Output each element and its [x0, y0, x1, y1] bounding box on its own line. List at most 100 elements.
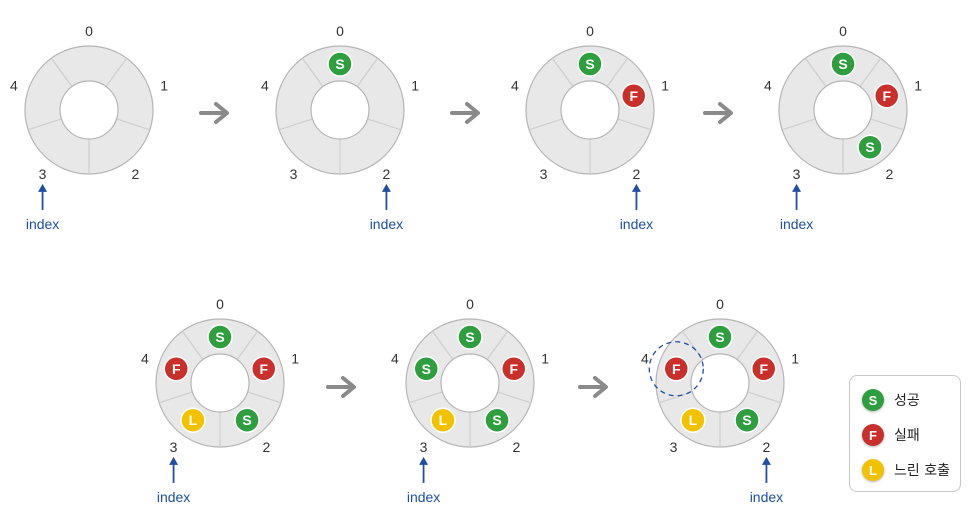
slot-label: 2 — [513, 439, 521, 455]
slot-label: 3 — [540, 166, 548, 182]
index-pointer: index — [750, 456, 783, 505]
slot-label: 0 — [85, 23, 93, 39]
slot-label: 4 — [141, 351, 149, 367]
slow-call-marker: L — [180, 407, 206, 433]
ring-segment-divider — [356, 57, 379, 87]
success-marker: S — [484, 407, 510, 433]
slow-call-marker: L — [430, 407, 456, 433]
ring-segment-divider — [781, 118, 816, 131]
success-marker: S — [413, 356, 440, 382]
ring-segment-divider — [27, 118, 62, 131]
svg-text:F: F — [672, 361, 681, 377]
success-marker: S — [234, 407, 260, 433]
success-marker: S — [457, 324, 483, 350]
success-marker: S — [707, 324, 733, 350]
slow-call-marker: L — [680, 407, 706, 433]
slot-label: 1 — [541, 351, 549, 367]
slot-label: 3 — [39, 166, 47, 182]
ring-inner-hole — [59, 80, 119, 140]
slot-label: 1 — [160, 78, 168, 94]
slot-label: 1 — [411, 78, 419, 94]
slot-label: 1 — [791, 351, 799, 367]
slot-label: 1 — [661, 78, 669, 94]
ring-segment-divider — [747, 391, 782, 404]
svg-text:S: S — [865, 139, 874, 155]
ring-segment-divider — [736, 330, 759, 360]
svg-text:S: S — [715, 329, 724, 345]
ring-segment-divider — [431, 330, 454, 360]
svg-text:S: S — [838, 56, 847, 72]
ring-inner-hole — [190, 353, 250, 413]
svg-text:F: F — [509, 361, 518, 377]
index-label: index — [26, 216, 59, 232]
slot-label: 1 — [914, 78, 922, 94]
ring-inner-hole — [813, 80, 873, 140]
ring-segment-divider — [367, 118, 402, 131]
slot-label: 1 — [291, 351, 299, 367]
ring-segment-divider — [497, 391, 532, 404]
ring-inner-hole — [690, 353, 750, 413]
ring-segment-divider — [105, 57, 128, 87]
index-pointer: index — [157, 456, 190, 505]
ring-segment-divider — [804, 57, 827, 87]
slot-label: 4 — [261, 78, 269, 94]
step-arrow-icon — [450, 102, 480, 124]
svg-text:F: F — [172, 361, 181, 377]
slot-label: 4 — [511, 78, 519, 94]
slow-call-icon: L — [862, 459, 884, 481]
ring-segment-divider — [158, 391, 193, 404]
ring-segment-divider — [50, 57, 73, 87]
ring-segment-divider — [859, 57, 882, 87]
svg-text:S: S — [465, 329, 474, 345]
index-label: index — [780, 216, 813, 232]
index-label: index — [157, 489, 190, 505]
ring-inner-hole — [440, 353, 500, 413]
ring-segment-divider — [278, 118, 313, 131]
svg-text:F: F — [759, 361, 768, 377]
ring-segment-divider — [301, 57, 324, 87]
svg-text:F: F — [629, 88, 638, 104]
svg-text:F: F — [259, 361, 268, 377]
legend-label-slow: 느린 호출 — [894, 463, 950, 479]
svg-text:S: S — [215, 329, 224, 345]
index-label: index — [750, 489, 783, 505]
success-marker: S — [734, 407, 760, 433]
legend-item-slow: L 느린 호출 — [862, 458, 950, 482]
success-marker: S — [857, 134, 883, 160]
slot-label: 0 — [586, 23, 594, 39]
ring-segment-divider — [617, 118, 652, 131]
ring-segment-divider — [486, 330, 509, 360]
slot-label: 4 — [641, 351, 649, 367]
slot-label: 4 — [10, 78, 18, 94]
slot-label: 3 — [793, 166, 801, 182]
ring-inner-hole — [310, 80, 370, 140]
success-marker: S — [830, 51, 856, 77]
legend-label-fail: 실패 — [894, 428, 920, 444]
slot-label: 2 — [886, 166, 894, 182]
svg-text:S: S — [422, 361, 431, 377]
slot-label: 4 — [764, 78, 772, 94]
highlight-ring — [648, 341, 704, 397]
success-marker: S — [327, 51, 353, 77]
index-label: index — [407, 489, 440, 505]
fail-marker: F — [620, 83, 647, 109]
fail-marker: F — [500, 356, 527, 382]
svg-text:S: S — [585, 56, 594, 72]
slot-label: 0 — [336, 23, 344, 39]
slot-label: 0 — [716, 296, 724, 312]
legend-item-fail: F 실패 — [862, 423, 920, 447]
slot-label: 2 — [383, 166, 391, 182]
ring-inner-hole — [560, 80, 620, 140]
step-arrow-icon — [703, 102, 733, 124]
ring-segment-divider — [116, 118, 151, 131]
slot-label: 2 — [263, 439, 271, 455]
fail-marker: F — [163, 356, 190, 382]
fail-marker: F — [750, 356, 777, 382]
slot-label: 3 — [290, 166, 298, 182]
ring-segment-divider — [408, 391, 443, 404]
